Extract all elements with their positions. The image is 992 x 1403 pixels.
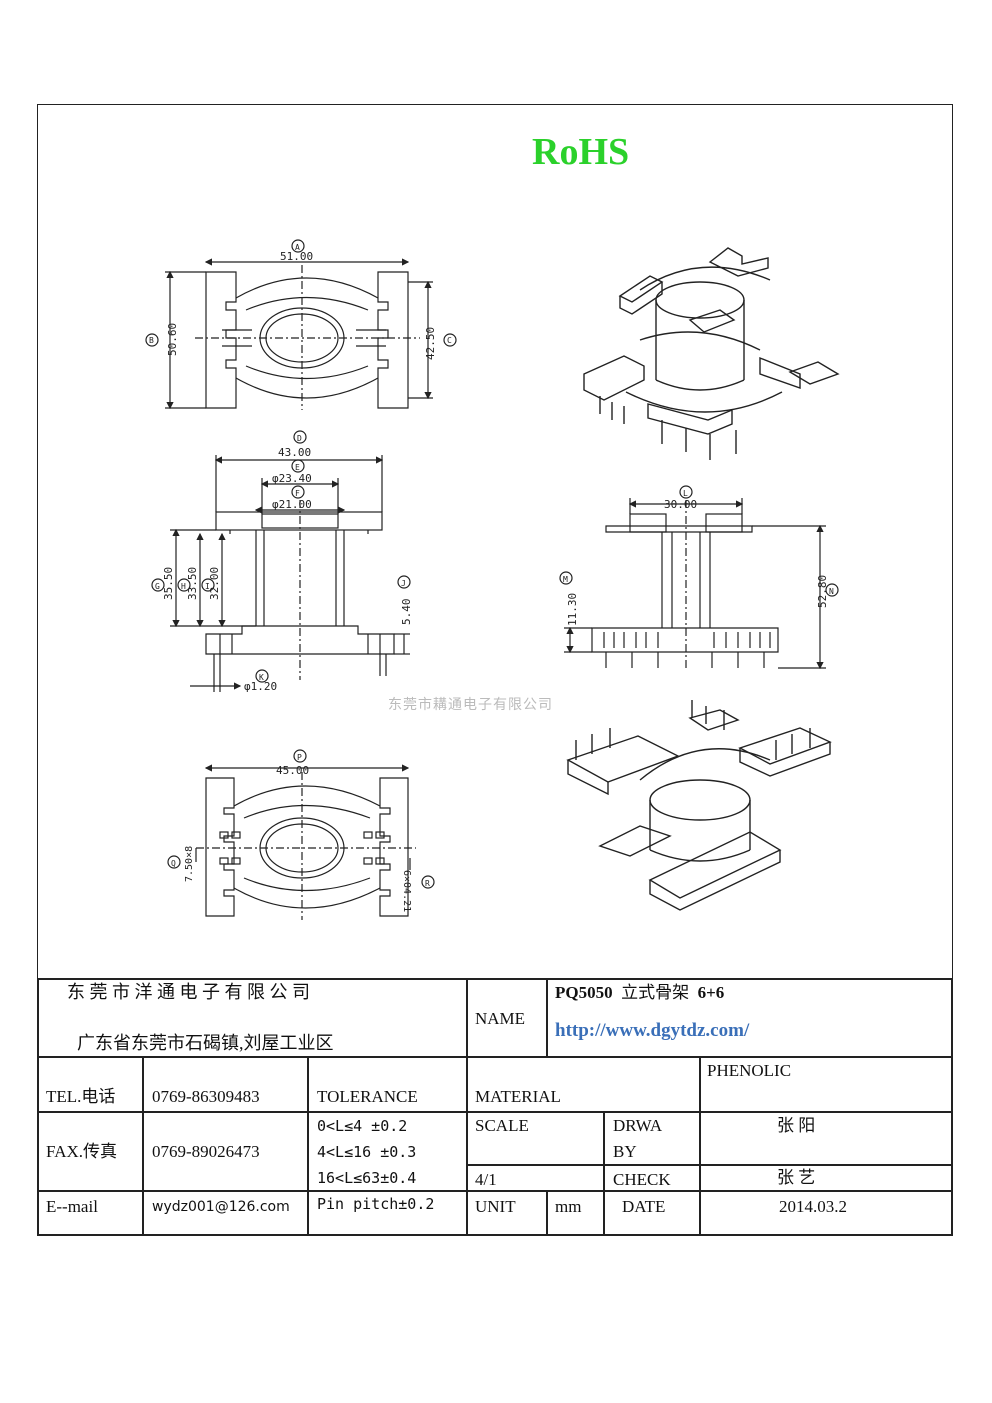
isometric-view-top bbox=[583, 247, 840, 460]
scale-label: SCALE bbox=[475, 1116, 529, 1135]
drawing-frame bbox=[37, 104, 953, 1236]
tel-label: TEL.电话 bbox=[46, 1087, 116, 1106]
drawn-label-line2: BY bbox=[613, 1142, 637, 1161]
drawn-label-line1: DRWA bbox=[613, 1116, 663, 1135]
technical-drawings: A 51.00 B 50.60 C 42.50 bbox=[145, 239, 840, 920]
dim-letter-j: J bbox=[401, 579, 406, 588]
checked-by-value: 张 艺 bbox=[777, 1168, 816, 1187]
dim-b: 50.60 bbox=[166, 323, 179, 356]
dim-g: 35.50 bbox=[162, 567, 175, 600]
name-label: NAME bbox=[475, 1009, 526, 1028]
dim-letter-q: Q bbox=[171, 859, 176, 868]
dim-letter-d: D bbox=[297, 434, 302, 443]
front-view bbox=[564, 498, 826, 670]
isometric-view-bottom bbox=[566, 700, 832, 911]
dim-e: φ23.40 bbox=[272, 472, 312, 485]
rohs-label: RoHS bbox=[532, 131, 630, 173]
dim-letter-b: B bbox=[149, 336, 154, 345]
dim-letter-p: P bbox=[297, 753, 302, 762]
dim-c: 42.50 bbox=[424, 327, 437, 360]
tolerance-row-2: 4<L≤16 ±0.3 bbox=[317, 1143, 417, 1161]
part-pins: 6+6 bbox=[697, 983, 725, 1002]
company-watermark: 东莞市耩通电子有限公司 bbox=[388, 697, 553, 713]
dim-r: 6×04.21 bbox=[401, 870, 412, 912]
fax-value: 0769-89026473 bbox=[152, 1142, 260, 1161]
dim-f: φ21.00 bbox=[272, 498, 312, 511]
dim-q: 7.50×8 bbox=[184, 846, 195, 882]
material-label: MATERIAL bbox=[475, 1087, 561, 1106]
title-block: 东 莞 市 洋 通 电 子 有 限 公 司 广东省东莞市石碣镇,刘屋工业区 NA… bbox=[37, 978, 953, 1236]
check-label: CHECK bbox=[613, 1170, 671, 1189]
scale-value: 4/1 bbox=[475, 1170, 497, 1189]
dim-letter-h: H bbox=[181, 582, 186, 591]
drawn-by-value: 张 阳 bbox=[777, 1116, 816, 1135]
part-title: PQ5050 立式骨架 6+6 bbox=[555, 982, 724, 1003]
unit-value: mm bbox=[555, 1197, 582, 1216]
dim-k: φ1.20 bbox=[244, 680, 277, 693]
fax-label: FAX.传真 bbox=[46, 1142, 117, 1161]
tolerance-label: TOLERANCE bbox=[317, 1087, 418, 1106]
part-number: PQ5050 bbox=[555, 983, 613, 1002]
top-view bbox=[165, 258, 433, 410]
dim-h: 33.50 bbox=[186, 567, 199, 600]
company-name: 东 莞 市 洋 通 电 子 有 限 公 司 bbox=[67, 982, 310, 1002]
company-address: 广东省东莞市石碣镇,刘屋工业区 bbox=[77, 1033, 334, 1053]
dim-letter-e: E bbox=[295, 463, 300, 472]
dim-letter-r: R bbox=[425, 879, 430, 888]
dim-j: 5.40 bbox=[400, 599, 413, 626]
dim-letter-n: N bbox=[829, 587, 834, 596]
tolerance-row-1: 0<L≤4 ±0.2 bbox=[317, 1117, 408, 1135]
dim-letter-l: L bbox=[683, 489, 688, 498]
unit-label: UNIT bbox=[475, 1197, 516, 1216]
email-value: wydz001@126.com bbox=[152, 1199, 290, 1215]
dim-i: 32.00 bbox=[208, 567, 221, 600]
dim-letter-i: I bbox=[205, 582, 210, 591]
dim-letter-g: G bbox=[155, 582, 160, 591]
tolerance-row-3: 16<L≤63±0.4 bbox=[317, 1169, 417, 1187]
dim-letter-c: C bbox=[447, 336, 452, 345]
side-view bbox=[170, 455, 410, 692]
date-label: DATE bbox=[622, 1197, 666, 1216]
material-value: PHENOLIC bbox=[707, 1061, 792, 1080]
date-value: 2014.03.2 bbox=[779, 1197, 847, 1216]
website-link-wrap: http://www.dgytdz.com/ bbox=[555, 1020, 749, 1041]
dim-letter-f: F bbox=[295, 489, 300, 498]
tel-value: 0769-86309483 bbox=[152, 1087, 260, 1106]
dim-m: 11.30 bbox=[566, 593, 579, 626]
website-link[interactable]: http://www.dgytdz.com/ bbox=[555, 1020, 750, 1041]
dim-p: 45.00 bbox=[276, 764, 309, 777]
dim-letter-k: K bbox=[259, 673, 264, 682]
dim-letter-a: A bbox=[295, 243, 300, 252]
tolerance-row-4: Pin pitch±0.2 bbox=[317, 1195, 435, 1213]
part-description: 立式骨架 bbox=[621, 983, 690, 1002]
dim-letter-m: M bbox=[563, 575, 568, 584]
dim-d: 43.00 bbox=[278, 446, 311, 459]
dim-a: 51.00 bbox=[280, 250, 313, 263]
dim-l: 30.00 bbox=[664, 498, 697, 511]
bottom-view bbox=[195, 764, 416, 920]
dim-n: 52.80 bbox=[816, 575, 829, 608]
email-label: E--mail bbox=[46, 1197, 98, 1216]
